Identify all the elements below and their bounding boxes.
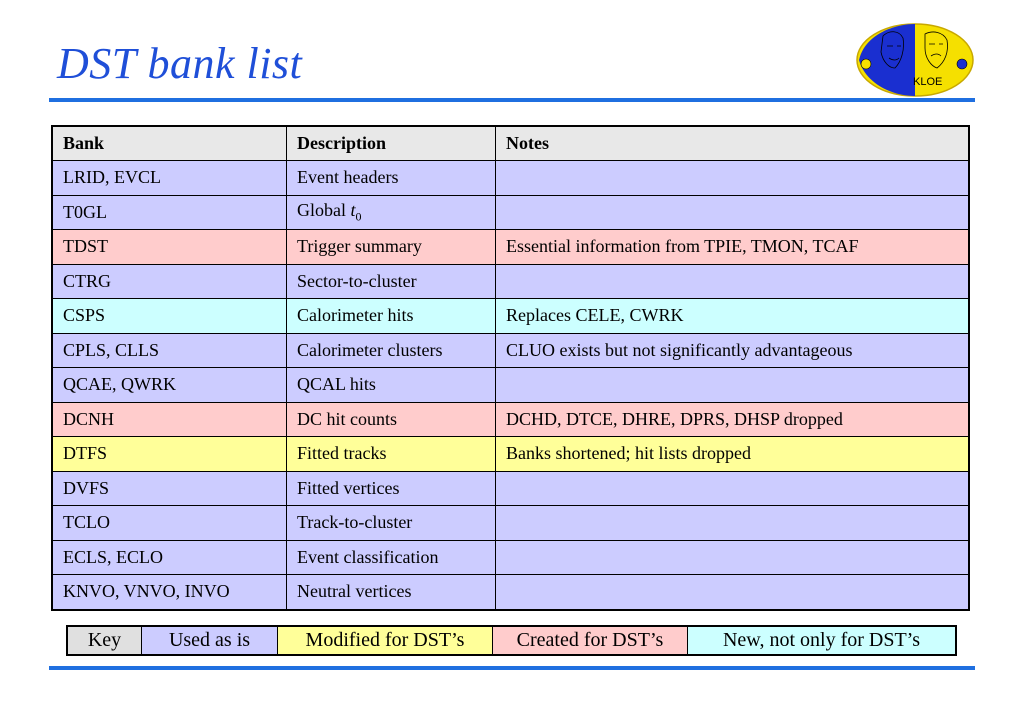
bank-cell: QCAE, QWRK [51,367,287,403]
bank-cell: CSPS [51,298,287,334]
description-cell: Event classification [286,539,496,575]
column-header-notes: Notes [495,125,970,161]
color-key: Key Used as is Modified for DST’s Create… [66,625,957,656]
key-created: Created for DST’s [492,625,688,656]
notes-cell [495,470,970,506]
column-header-bank: Bank [51,125,287,161]
notes-cell [495,263,970,299]
table-header-row: Bank Description Notes [51,125,970,161]
bank-cell: DCNH [51,401,287,437]
bank-cell: CPLS, CLLS [51,332,287,368]
bank-cell: CTRG [51,263,287,299]
top-divider [49,98,975,102]
notes-cell [495,574,970,610]
notes-cell: Essential information from TPIE, TMON, T… [495,229,970,265]
bank-cell: T0GL [51,194,287,230]
bottom-divider [49,666,975,670]
key-modified: Modified for DST’s [277,625,493,656]
page-title: DST bank list [57,39,303,88]
bank-cell: LRID, EVCL [51,160,287,196]
description-cell: Fitted vertices [286,470,496,506]
description-italic: t [350,199,356,220]
description-cell: Track-to-cluster [286,505,496,541]
description-cell: Calorimeter clusters [286,332,496,368]
bank-cell: KNVO, VNVO, INVO [51,574,287,610]
description-cell: Fitted tracks [286,436,496,472]
key-row: Key Used as is Modified for DST’s Create… [66,625,957,656]
bank-cell: DVFS [51,470,287,506]
kloe-logo-icon [856,23,974,97]
description-cell: Trigger summary [286,229,496,265]
description-subscript: 0 [355,209,362,224]
description-text: Global [297,199,351,220]
bank-cell: TDST [51,229,287,265]
column-header-description: Description [286,125,496,161]
description-cell: QCAL hits [286,367,496,403]
description-cell: Global t0 [286,194,496,230]
key-label: Key [66,625,142,656]
bank-cell: DTFS [51,436,287,472]
notes-cell [495,160,970,196]
description-cell: Event headers [286,160,496,196]
logo-text: KLOE [913,76,943,88]
notes-cell: Replaces CELE, CWRK [495,298,970,334]
bank-cell: ECLS, ECLO [51,539,287,575]
description-cell: Calorimeter hits [286,298,496,334]
description-cell: DC hit counts [286,401,496,437]
bank-cell: TCLO [51,505,287,541]
key-used-as-is: Used as is [141,625,278,656]
description-cell: Sector-to-cluster [286,263,496,299]
notes-cell [495,194,970,230]
notes-cell [495,505,970,541]
notes-cell [495,367,970,403]
notes-cell [495,539,970,575]
notes-cell: DCHD, DTCE, DHRE, DPRS, DHSP dropped [495,401,970,437]
notes-cell: CLUO exists but not significantly advant… [495,332,970,368]
key-new: New, not only for DST’s [687,625,957,656]
description-cell: Neutral vertices [286,574,496,610]
notes-cell: Banks shortened; hit lists dropped [495,436,970,472]
